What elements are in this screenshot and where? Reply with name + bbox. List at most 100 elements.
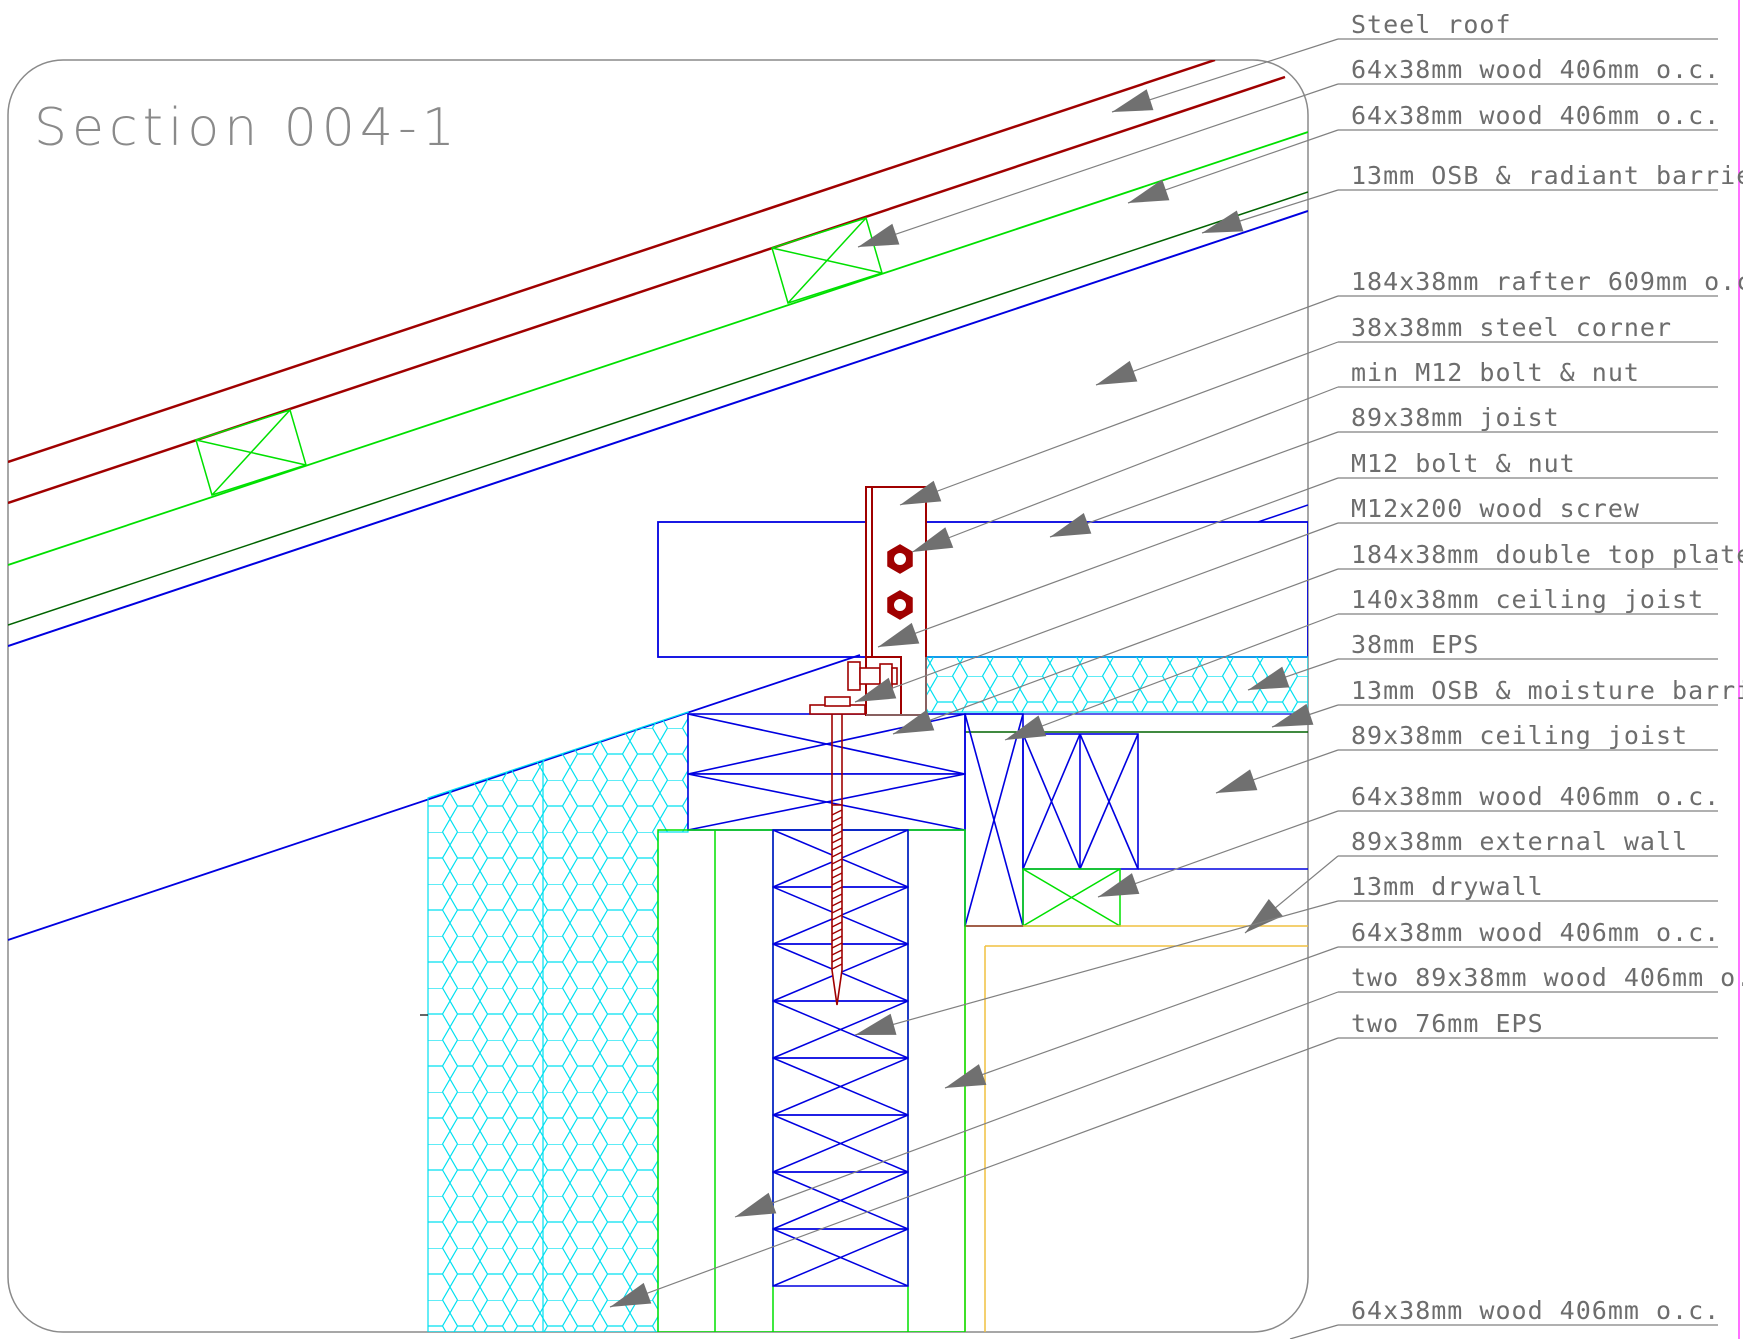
screw-thread bbox=[831, 900, 843, 907]
callout-leader bbox=[1097, 810, 1339, 898]
screw-thread bbox=[831, 893, 843, 900]
screw-thread bbox=[831, 956, 843, 963]
callout-label: two 89x38mm wood 406mm o.c. bbox=[1351, 963, 1743, 992]
stud-diagonal bbox=[772, 1114, 909, 1173]
stud-diagonal bbox=[772, 1057, 909, 1116]
callout-label: 13mm drywall bbox=[1351, 872, 1544, 901]
callout-arrowhead bbox=[1098, 873, 1140, 897]
callout-arrowhead bbox=[878, 622, 920, 647]
callout-leader bbox=[899, 341, 1339, 506]
callout-joist-89: 89x38mm joist bbox=[1049, 403, 1718, 538]
screw-thread bbox=[831, 858, 843, 865]
callout-label: 140x38mm ceiling joist bbox=[1351, 585, 1704, 614]
callout-leader bbox=[877, 477, 1339, 648]
callout-arrowhead bbox=[1112, 89, 1154, 112]
callout-label: 13mm OSB & moisture barrier bbox=[1351, 676, 1743, 705]
osb-radiant-line bbox=[8, 191, 1308, 626]
callout-arrowhead bbox=[1202, 210, 1244, 233]
callout-label: 89x38mm joist bbox=[1351, 403, 1560, 432]
callout-two-studs: two 89x38mm wood 406mm o.c. bbox=[734, 963, 1743, 1218]
double-top-plate bbox=[687, 713, 966, 831]
callout-arrowhead bbox=[1005, 715, 1047, 740]
screw-head bbox=[809, 696, 866, 715]
batten-line bbox=[8, 131, 1308, 566]
callout-label: 64x38mm wood 406mm o.c. bbox=[1351, 1296, 1720, 1325]
callout-arrowhead bbox=[858, 223, 900, 247]
callout-arrowhead bbox=[900, 480, 942, 505]
callout-leader bbox=[911, 386, 1339, 553]
callout-arrowhead bbox=[893, 709, 935, 734]
callout-leader bbox=[854, 522, 1339, 703]
eps-wedge bbox=[427, 711, 689, 1332]
screw-thread bbox=[831, 872, 843, 879]
stud-diagonal bbox=[772, 1171, 909, 1230]
callout-label: 13mm OSB & radiant barrier bbox=[1351, 161, 1743, 190]
callout-arrowhead bbox=[912, 527, 954, 552]
screw-thread bbox=[831, 921, 843, 928]
screw-thread bbox=[831, 809, 843, 816]
callout-arrowhead bbox=[855, 1013, 897, 1035]
callout-arrowhead bbox=[1096, 360, 1138, 385]
callout-arrowhead bbox=[735, 1192, 777, 1217]
steel-roof-top bbox=[8, 60, 1216, 464]
screw-thread bbox=[831, 963, 843, 970]
callout-steel-roof: Steel roof bbox=[1111, 10, 1718, 113]
callout-leader bbox=[892, 568, 1339, 735]
screw-thread bbox=[831, 816, 843, 823]
callout-bolt: M12 bolt & nut bbox=[877, 449, 1718, 648]
callout-two-eps: two 76mm EPS bbox=[609, 1009, 1718, 1308]
callout-label: two 76mm EPS bbox=[1351, 1009, 1544, 1038]
callout-arrowhead bbox=[610, 1282, 652, 1307]
callout-eps-38: 38mm EPS bbox=[1247, 630, 1718, 691]
callout-label: M12x200 wood screw bbox=[1351, 494, 1640, 523]
callout-label: Steel roof bbox=[1351, 10, 1512, 39]
callout-arrowhead bbox=[855, 677, 897, 702]
callout-batten-2: 64x38mm wood 406mm o.c. bbox=[1127, 101, 1719, 204]
callout-top-plate: 184x38mm double top plate bbox=[892, 540, 1743, 735]
roof-batten-a bbox=[195, 409, 307, 496]
callout-batten-1: 64x38mm wood 406mm o.c. bbox=[857, 55, 1719, 248]
callout-label: M12 bolt & nut bbox=[1351, 449, 1576, 478]
bolt-lower bbox=[887, 590, 913, 620]
section-title: Section 004-1 bbox=[34, 98, 460, 158]
stud-diagonal bbox=[772, 1228, 909, 1287]
screw-thread bbox=[831, 949, 843, 956]
ceiling-batten bbox=[1022, 868, 1121, 927]
callout-label: 38mm EPS bbox=[1351, 630, 1479, 659]
callout-arrowhead bbox=[1248, 666, 1290, 690]
eps-38-layer bbox=[924, 656, 1308, 713]
callout-leader bbox=[944, 946, 1339, 1089]
callout-steel-corner: 38x38mm steel corner bbox=[899, 313, 1718, 506]
callout-osb-moisture: 13mm OSB & moisture barrier bbox=[1271, 676, 1743, 728]
callout-arrowhead bbox=[945, 1064, 987, 1088]
callout-ceiling-joist-89: 89x38mm ceiling joist bbox=[1215, 721, 1718, 794]
callout-leader bbox=[854, 900, 1339, 1036]
screw-thread bbox=[831, 914, 843, 921]
callout-arrowhead bbox=[1272, 703, 1314, 727]
screw-thread bbox=[831, 886, 843, 893]
callout-label: 64x38mm wood 406mm o.c. bbox=[1351, 782, 1720, 811]
screw-thread bbox=[831, 865, 843, 872]
callout-leader bbox=[1004, 613, 1339, 741]
callout-label: 38x38mm steel corner bbox=[1351, 313, 1672, 342]
callout-label: 184x38mm rafter 609mm o.c. bbox=[1351, 267, 1743, 296]
callout-external-wall: 89x38mm external wall bbox=[1244, 827, 1718, 934]
callout-min-bolt: min M12 bolt & nut bbox=[911, 358, 1718, 553]
callout-batten-5: 64x38mm wood 406mm o.c. bbox=[1289, 1296, 1720, 1339]
callout-leader bbox=[1095, 295, 1339, 386]
callout-label: 64x38mm wood 406mm o.c. bbox=[1351, 918, 1720, 947]
callout-wood-screw: M12x200 wood screw bbox=[854, 494, 1718, 703]
callout-arrowhead bbox=[1245, 899, 1283, 933]
ceiling-joist-140 bbox=[964, 713, 1308, 927]
callout-drywall: 13mm drywall bbox=[854, 872, 1718, 1036]
callouts: Steel roof 64x38mm wood 406mm o.c. 64x38mm… bbox=[609, 10, 1743, 1339]
screw-thread bbox=[831, 928, 843, 935]
callout-batten-3: 64x38mm wood 406mm o.c. bbox=[1097, 782, 1720, 898]
rafter-top-line bbox=[8, 210, 1308, 647]
stud-cell bbox=[772, 1228, 909, 1287]
bolt-upper bbox=[887, 544, 913, 574]
callout-rafter: 184x38mm rafter 609mm o.c. bbox=[1095, 267, 1743, 386]
screw-thread bbox=[831, 823, 843, 830]
roof-batten-b bbox=[771, 217, 883, 304]
